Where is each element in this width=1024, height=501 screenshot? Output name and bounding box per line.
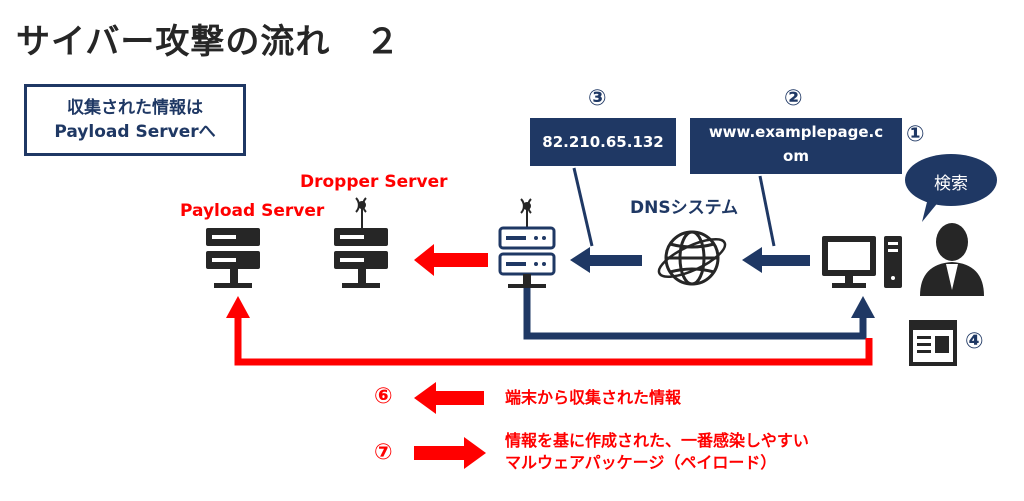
red-route-pc-to-payload <box>226 296 873 366</box>
legend-arrow-right <box>414 437 486 469</box>
navy-arrow-dns-to-c2 <box>570 247 642 273</box>
step-4-number: ④ <box>965 329 984 354</box>
user-icon <box>920 223 984 296</box>
info-box-line1: 収集された情報は <box>67 98 203 118</box>
legend-6-number: ⑥ <box>374 384 393 409</box>
dropper-server-label: Dropper Server <box>300 172 448 192</box>
legend-arrow-left <box>414 382 484 414</box>
c2-server-icon <box>498 198 556 288</box>
domain-pointer-line <box>758 175 776 247</box>
legend-6-text: 端末から収集された情報 <box>505 388 682 407</box>
red-arrow-to-dropper <box>414 244 488 276</box>
dropper-antenna-icon <box>355 197 367 228</box>
step-2-number: ② <box>784 86 803 111</box>
globe-icon <box>657 230 727 286</box>
info-box-line2: Payload Serverへ <box>54 122 216 142</box>
domain-line1: www.examplepage.c <box>708 123 884 141</box>
domain-line2: om <box>783 147 809 165</box>
ip-address-text: 82.210.65.132 <box>542 133 664 151</box>
navy-arrow-pc-to-dns <box>742 247 810 273</box>
speech-bubble <box>905 154 997 222</box>
domain-box: www.examplepage.c om <box>690 118 902 174</box>
legend-7-text-line2: マルウェアパッケージ（ペイロード） <box>505 453 777 472</box>
antenna-icon <box>520 198 532 228</box>
info-box: 収集された情報は Payload Serverへ <box>24 84 246 156</box>
dropper-server-icon <box>334 197 388 288</box>
legend-7-number: ⑦ <box>374 440 393 465</box>
ip-address-box: 82.210.65.132 <box>530 118 676 166</box>
navy-route-c2-to-pc <box>523 288 875 340</box>
dns-system-label: DNSシステム <box>630 198 739 218</box>
computer-icon <box>822 236 902 288</box>
step-1-number: ① <box>906 122 925 147</box>
payload-server-icon <box>206 228 260 288</box>
ip-pointer-line <box>572 167 594 247</box>
search-bubble-text: 検索 <box>934 174 968 194</box>
payload-server-label: Payload Server <box>180 201 325 221</box>
browser-window-icon <box>909 320 957 366</box>
step-3-number: ③ <box>588 86 607 111</box>
legend-7-text-line1: 情報を基に作成された、一番感染しやすい <box>505 431 809 450</box>
page-title: サイバー攻撃の流れ ２ <box>16 22 401 62</box>
